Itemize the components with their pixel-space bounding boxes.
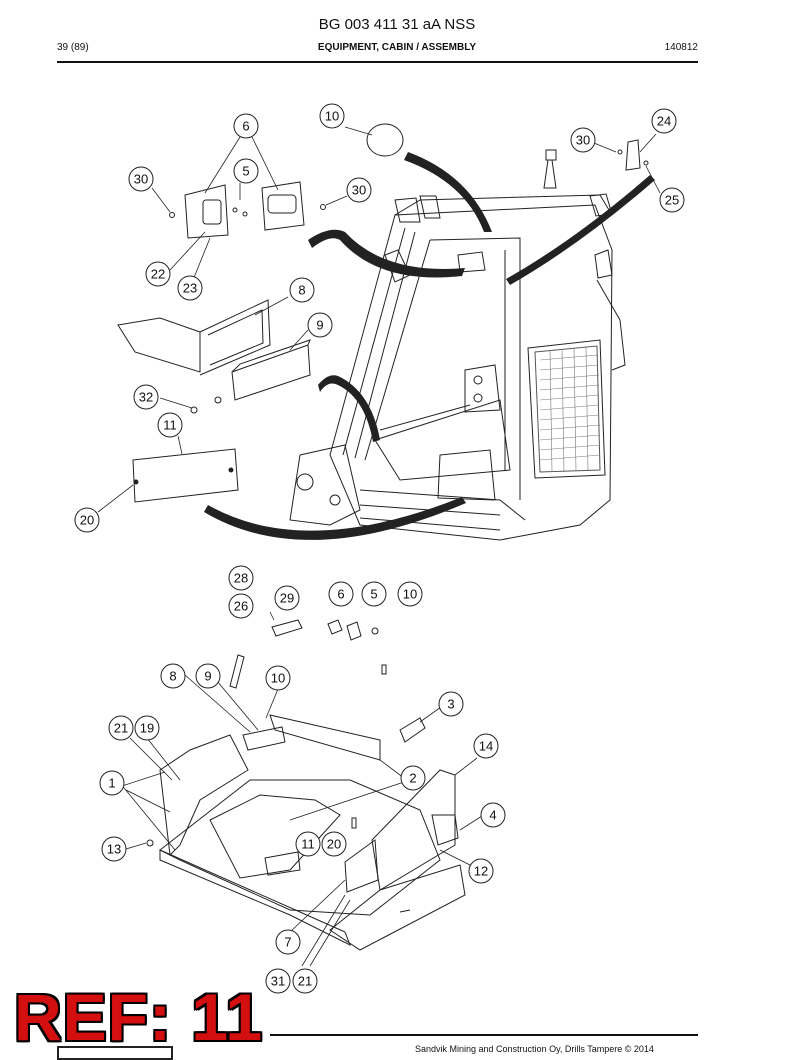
callout-label: 2	[409, 771, 416, 786]
callout-10: 10	[397, 581, 423, 607]
callout-label: 8	[298, 283, 305, 298]
callout-label: 10	[271, 671, 285, 686]
callout-label: 23	[183, 281, 197, 296]
callout-label: 10	[403, 587, 417, 602]
callout-label: 20	[327, 837, 341, 852]
callout-label: 30	[134, 172, 148, 187]
callout-label: 29	[280, 591, 294, 606]
callout-10: 10	[319, 103, 345, 129]
floor-panels	[146, 714, 466, 951]
callout-11: 11	[295, 831, 321, 857]
callout-label: 3	[447, 697, 454, 712]
callout-10: 10	[265, 665, 291, 691]
callout-20: 20	[74, 507, 100, 533]
callout-label: 1	[108, 776, 115, 791]
header-rule	[57, 61, 698, 63]
callout-label: 20	[80, 513, 94, 528]
callout-label: 24	[657, 114, 671, 129]
callout-24: 24	[651, 108, 677, 134]
callout-label: 30	[576, 133, 590, 148]
callout-label: 21	[298, 974, 312, 989]
company-logo	[57, 1046, 173, 1060]
callout-11: 11	[157, 412, 183, 438]
callout-6: 6	[233, 113, 259, 139]
leader-lines	[97, 126, 661, 513]
callout-22: 22	[145, 261, 171, 287]
callout-label: 11	[163, 418, 177, 433]
callout-21: 21	[108, 715, 134, 741]
callout-label: 9	[316, 318, 323, 333]
callout-label: 5	[242, 164, 249, 179]
callout-label: 10	[325, 109, 339, 124]
section-title: EQUIPMENT, CABIN / ASSEMBLY	[317, 42, 477, 53]
callout-label: 31	[271, 974, 285, 989]
callout-label: 21	[114, 721, 128, 736]
callout-label: 19	[140, 721, 154, 736]
callout-28: 28	[228, 565, 254, 591]
copyright-footer: Sandvik Mining and Construction Oy, Dril…	[415, 1044, 654, 1054]
callout-label: 6	[337, 587, 344, 602]
callout-5: 5	[233, 158, 259, 184]
callout-8: 8	[289, 277, 315, 303]
callout-30: 30	[346, 177, 372, 203]
callout-5: 5	[361, 581, 387, 607]
callout-label: 14	[479, 739, 493, 754]
callout-20: 20	[321, 831, 347, 857]
callout-label: 6	[242, 119, 249, 134]
callout-7: 7	[275, 929, 301, 955]
callout-9: 9	[307, 312, 333, 338]
cabin-body	[289, 149, 626, 541]
callout-label: 26	[234, 599, 248, 614]
callout-label: 4	[489, 808, 496, 823]
leader-lines-bottom	[119, 611, 483, 967]
lamp-lens	[366, 123, 404, 157]
callout-30: 30	[128, 166, 154, 192]
footer-rule	[270, 1034, 698, 1036]
tray-parts	[117, 299, 311, 414]
mount-bracket	[625, 139, 641, 171]
callout-3: 3	[438, 691, 464, 717]
callout-30: 30	[570, 127, 596, 153]
callout-4: 4	[480, 802, 506, 828]
callout-29: 29	[274, 585, 300, 611]
callout-label: 5	[370, 587, 377, 602]
callout-25: 25	[659, 187, 685, 213]
cabin-grille	[527, 339, 606, 479]
callout-label: 22	[151, 267, 165, 282]
callout-label: 28	[234, 571, 248, 586]
callout-32: 32	[133, 384, 159, 410]
callout-12: 12	[468, 858, 494, 884]
callout-9: 9	[195, 663, 221, 689]
document-title: BG 003 411 31 aA NSS	[318, 16, 476, 33]
callout-23: 23	[177, 275, 203, 301]
date-code: 140812	[664, 42, 698, 53]
callout-label: 7	[284, 935, 291, 950]
callout-label: 30	[352, 183, 366, 198]
callout-13: 13	[101, 836, 127, 862]
callout-label: 8	[169, 669, 176, 684]
callout-2: 2	[400, 765, 426, 791]
ref-stamp: REF: 11	[14, 980, 264, 1054]
callout-label: 25	[665, 193, 679, 208]
callout-19: 19	[134, 715, 160, 741]
callout-label: 13	[107, 842, 121, 857]
page-number: 39 (89)	[57, 42, 89, 53]
callout-6: 6	[328, 581, 354, 607]
callout-21: 21	[292, 968, 318, 994]
callout-14: 14	[473, 733, 499, 759]
cover-plate	[132, 448, 239, 503]
callout-26: 26	[228, 593, 254, 619]
callout-31: 31	[265, 968, 291, 994]
callout-1: 1	[99, 770, 125, 796]
leader-arcs	[204, 152, 655, 540]
light-bracket-parts	[169, 181, 326, 239]
callout-label: 9	[204, 669, 211, 684]
callout-label: 32	[139, 390, 153, 405]
callout-label: 12	[474, 864, 488, 879]
callout-label: 11	[301, 837, 315, 852]
small-parts	[229, 619, 426, 743]
callout-8: 8	[160, 663, 186, 689]
